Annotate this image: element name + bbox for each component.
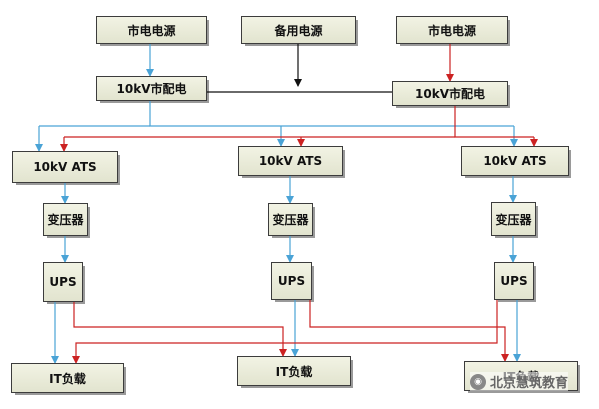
ats-right: 10kV ATS [461,146,571,178]
wire-red-bus [454,106,534,138]
distribution-left: 10kV市配电 [96,76,209,103]
it-load-middle: IT负载 [237,356,353,388]
ats-middle-label: 10kV ATS [258,154,323,168]
mains-power-right-label: 市电电源 [427,23,476,38]
transformer-left: 变压器 [43,203,90,238]
mains-power-right: 市电电源 [396,16,510,46]
ups-left: UPS [43,262,85,304]
distribution-left-label: 10kV市配电 [116,82,187,96]
ats-left: 10kV ATS [12,151,120,185]
watermark-text: 北京慧筑教育 [490,376,569,391]
transformer-middle-label: 变压器 [272,213,309,227]
ats-right-label: 10kV ATS [483,154,547,168]
backup-power-label: 备用电源 [274,23,323,38]
ups-right-label: UPS [500,274,528,288]
ups-middle-label: UPS [277,274,306,288]
ups-right: UPS [494,262,536,302]
backup-power: 备用电源 [241,16,358,46]
it-load-middle-label: IT负载 [275,364,313,379]
distribution-right: 10kV市配电 [392,81,510,108]
transformer-right-label: 变压器 [495,212,532,227]
watermark: ◉ 北京慧筑教育 [470,372,569,391]
it-load-left: IT负载 [11,363,126,395]
mains-power-left-label: 市电电源 [127,23,176,38]
wechat-icon: ◉ [470,373,486,390]
transformer-left-label: 变压器 [47,213,84,227]
transformer-right: 变压器 [491,202,538,238]
it-load-left-label: IT负载 [49,371,86,386]
distribution-right-label: 10kV市配电 [415,87,485,101]
ups-middle: UPS [271,262,314,302]
transformer-middle: 变压器 [268,203,315,238]
ats-left-label: 10kV ATS [33,160,97,174]
ups-left-label: UPS [49,275,77,289]
mains-power-left: 市电电源 [96,16,209,46]
ats-middle: 10kV ATS [238,146,345,178]
